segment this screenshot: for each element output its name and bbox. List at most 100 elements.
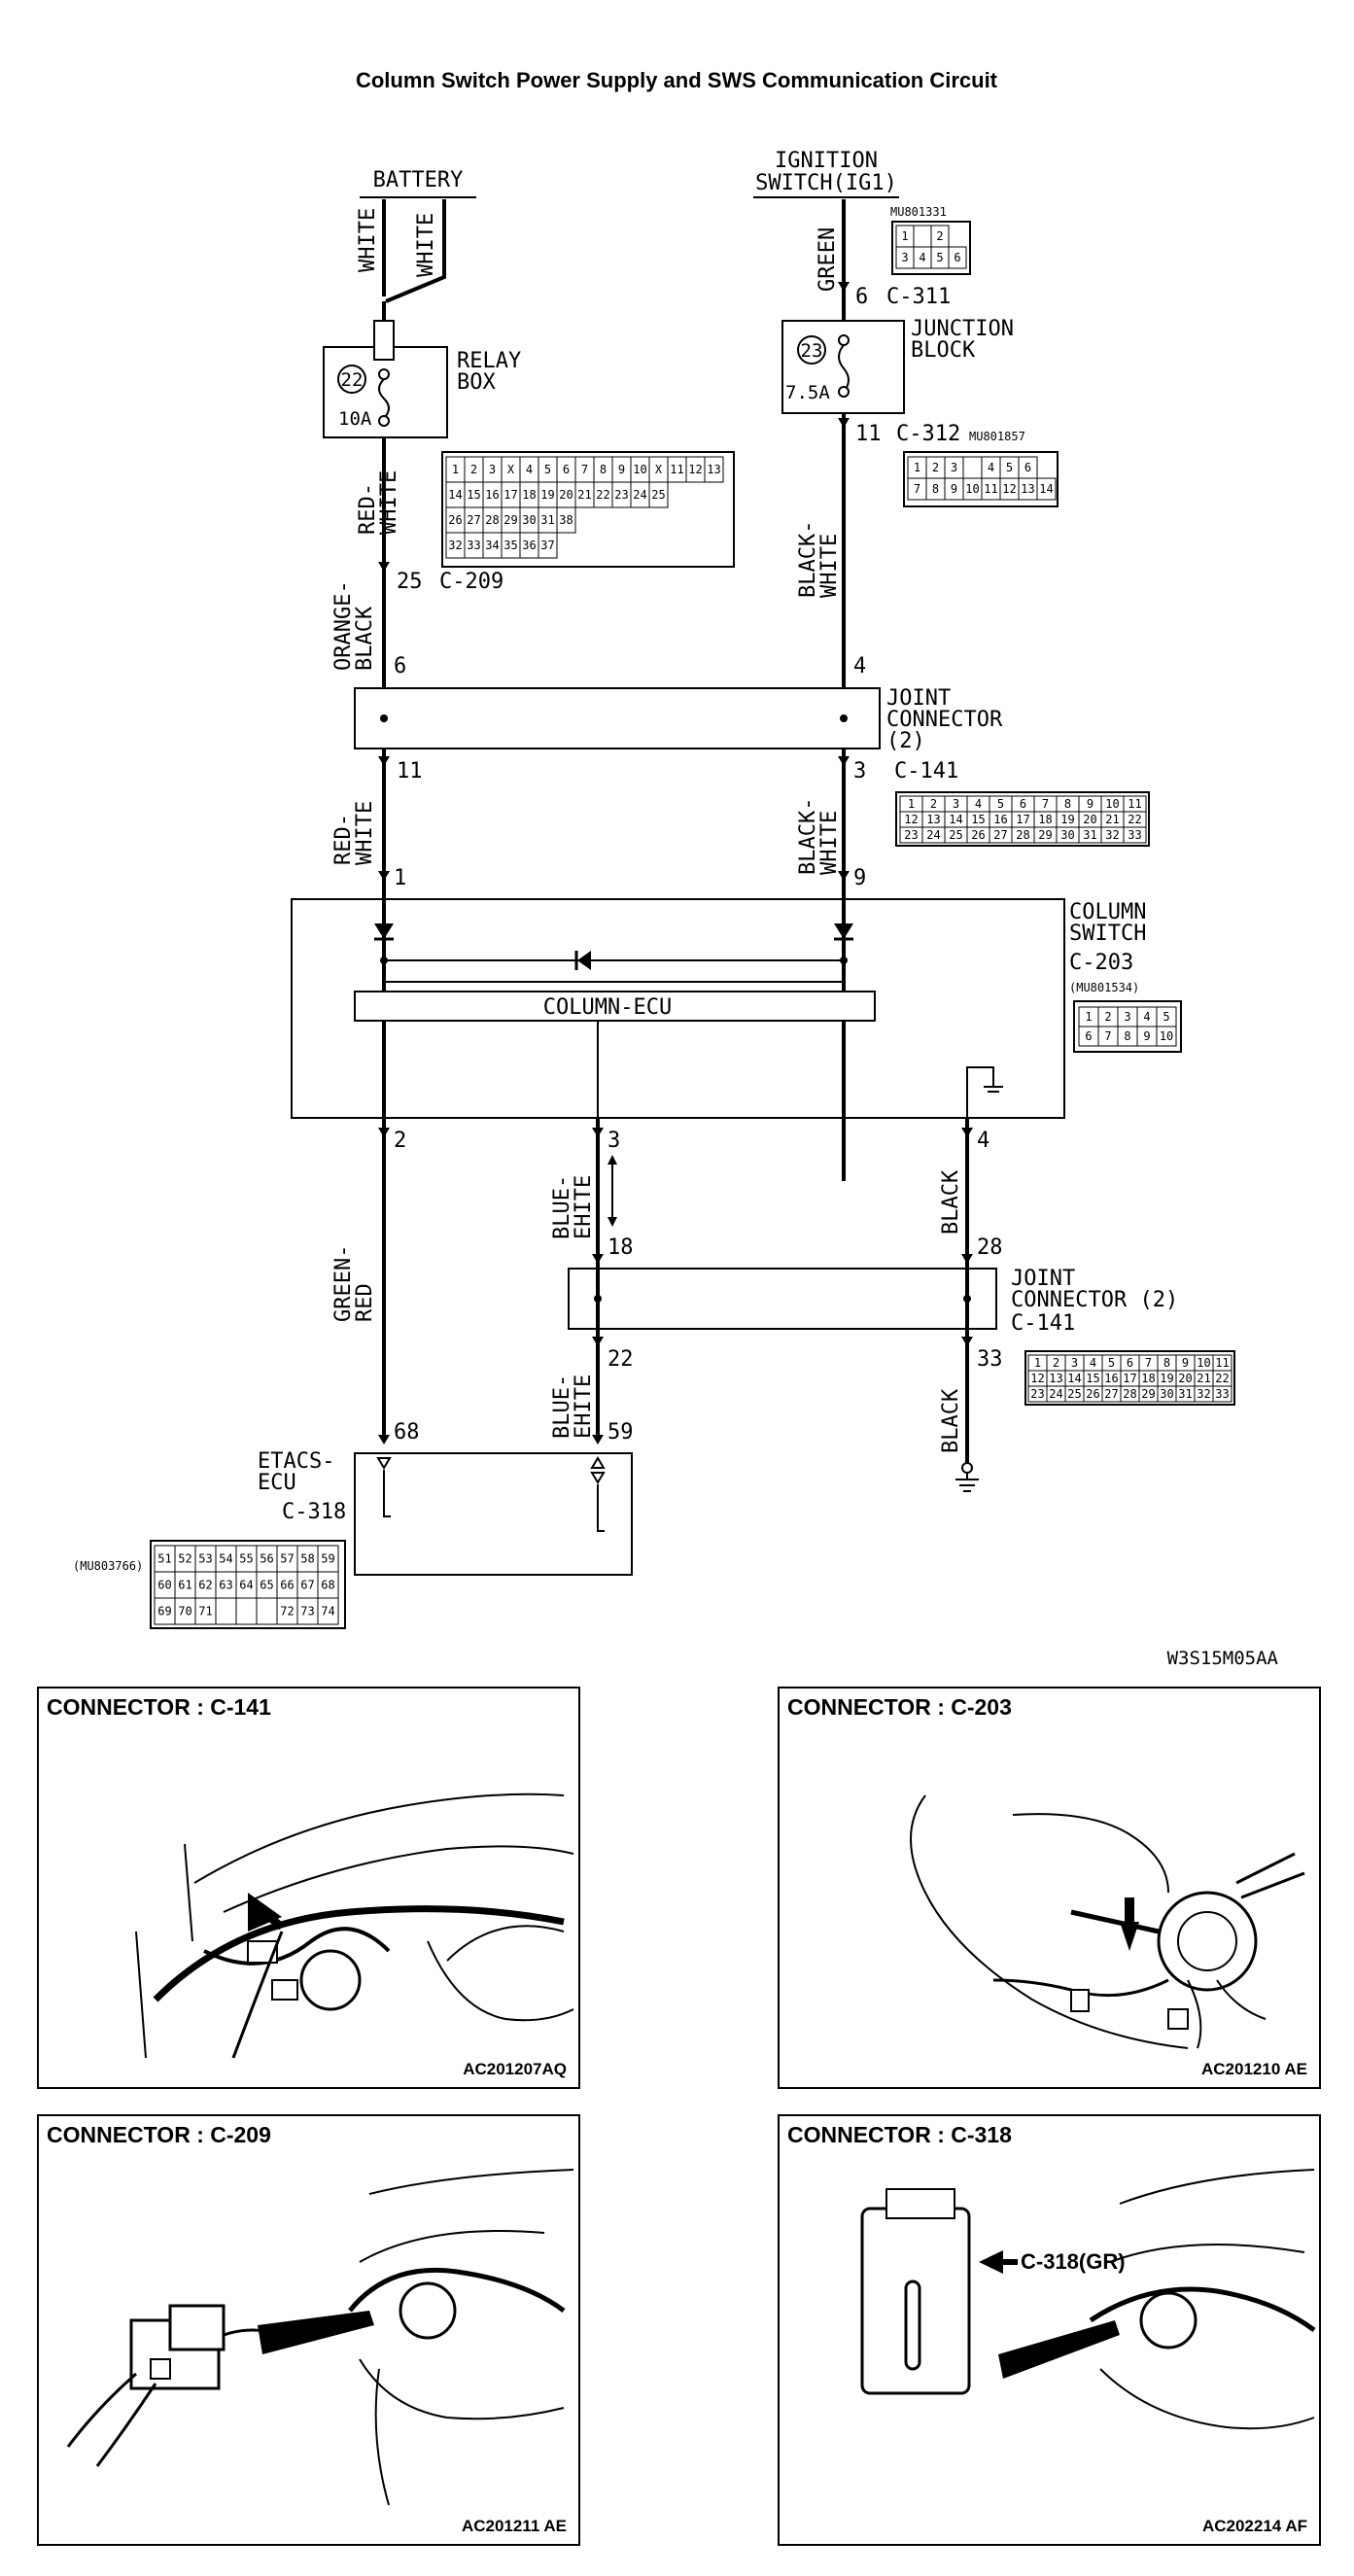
pin-joint-3: 3 <box>853 759 866 783</box>
pin-number: 9 <box>951 482 957 496</box>
pin-number: 61 <box>178 1579 191 1592</box>
pin-number: 56 <box>260 1552 273 1566</box>
pin-number: 11 <box>984 482 997 496</box>
cs-arrow-4 <box>961 1128 973 1137</box>
pin-cs-3: 3 <box>608 1129 620 1153</box>
pin-number: 24 <box>1049 1387 1062 1401</box>
joint-lower-conn: C-141 <box>1011 1311 1075 1336</box>
pin-number: 14 <box>949 813 962 826</box>
pin-cell <box>317 1597 339 1625</box>
pin-number: 52 <box>178 1552 191 1566</box>
pin-number: X <box>507 463 515 476</box>
pin-number: 7 <box>1104 1029 1111 1043</box>
pin-number: 27 <box>1104 1387 1118 1401</box>
pin-joint-4: 4 <box>853 654 866 679</box>
pin-number: 20 <box>1178 1372 1192 1385</box>
pin-number: 6 <box>1127 1356 1133 1370</box>
pin-number: 12 <box>1030 1372 1044 1385</box>
etacs-arrow-59 <box>592 1435 604 1445</box>
junction-block-label-2: BLOCK <box>911 338 976 363</box>
pin-c312-11: 11 <box>855 422 882 446</box>
etacs-label-1: ETACS- <box>258 1449 334 1474</box>
pin-number: 28 <box>485 513 499 527</box>
pin-number: 67 <box>300 1579 314 1592</box>
pin-number: 66 <box>280 1579 294 1592</box>
pin-number: 32 <box>1105 828 1119 842</box>
joint-upper-node-right <box>840 714 848 722</box>
pin-number: 5 <box>1006 461 1013 474</box>
relay-fuse-rating: 10A <box>338 408 372 430</box>
cs-arrow-1 <box>378 871 390 881</box>
wire-blue-ehite-1a: BLUE- <box>550 1175 574 1239</box>
pin-cell <box>1156 1026 1177 1047</box>
diode-middle <box>577 951 591 970</box>
etacs-ecu-outline <box>354 1452 633 1576</box>
c312-label: C-312 <box>896 422 960 446</box>
pin-number: 10 <box>1160 1029 1173 1043</box>
pin-number: 3 <box>951 461 957 474</box>
pin-number: 33 <box>1215 1387 1229 1401</box>
pin-number: 16 <box>1104 1372 1118 1385</box>
wire-black-white-2a: BLACK- <box>796 798 820 875</box>
wire-blue-ehite-2b: EHITE <box>572 1375 596 1439</box>
pin-cell <box>913 225 932 248</box>
pin-cs-1: 1 <box>394 866 406 890</box>
panel-c318-callout: C-318(GR) <box>1021 2249 1126 2274</box>
pin-number: 8 <box>1064 797 1071 811</box>
pin-cs-4: 4 <box>977 1129 989 1153</box>
joint-lower-node-right <box>963 1295 971 1303</box>
pin-number: 4 <box>1143 1010 1150 1024</box>
relay-fuse-number-circle <box>337 365 366 394</box>
pin-number: 6 <box>563 463 570 476</box>
pin-number: 57 <box>280 1552 294 1566</box>
pin-number: 34 <box>485 539 499 552</box>
pin-number: 4 <box>526 463 533 476</box>
etacs-line-59 <box>597 1484 605 1532</box>
pin-number: 12 <box>1002 482 1016 496</box>
pin-number: 59 <box>321 1552 334 1566</box>
pin-number: 15 <box>971 813 985 826</box>
pin-number: 17 <box>1016 813 1029 826</box>
joint-lower-node-left <box>594 1295 602 1303</box>
panel-c203-title: CONNECTOR : C-203 <box>787 1694 1012 1720</box>
column-switch-part: (MU801534) <box>1069 981 1139 994</box>
pin-number: 2 <box>932 461 939 474</box>
pin-number: 11 <box>1215 1356 1229 1370</box>
pin-number: 29 <box>503 513 517 527</box>
wire-orange-black-b: BLACK <box>353 606 377 671</box>
pin-number: 25 <box>1067 1387 1081 1401</box>
wire-red-white-2a: RED- <box>331 814 356 865</box>
column-switch-label-2: SWITCH <box>1069 922 1146 946</box>
etacs-io-59-up <box>590 1456 606 1469</box>
pin-number: 64 <box>239 1579 253 1592</box>
pin-c311-6: 6 <box>855 285 868 309</box>
pin-joint-6: 6 <box>394 654 406 679</box>
joint-connector-lower <box>568 1268 997 1330</box>
pin-number: 4 <box>988 461 994 474</box>
pin-number: 8 <box>932 482 939 496</box>
bidirectional-arrow-down <box>608 1217 617 1227</box>
pin-cell <box>1036 477 1057 501</box>
pin-number: 3 <box>1071 1356 1078 1370</box>
pin-number: 18 <box>522 488 536 502</box>
etacs-line-68 <box>383 1470 391 1517</box>
junction-block-label-1: JUNCTION <box>911 317 1014 341</box>
pin-number: 17 <box>503 488 517 502</box>
pin-cell <box>1123 826 1147 844</box>
pin-number: 8 <box>600 463 607 476</box>
panel-c203-illustration <box>910 1794 1305 2049</box>
pin-number: 29 <box>1038 828 1052 842</box>
battery-wire-2 <box>385 199 446 303</box>
pin-number: 1 <box>914 461 920 474</box>
pin-number: 26 <box>971 828 985 842</box>
pin-number: 5 <box>1163 1010 1169 1024</box>
diode-right <box>834 923 853 939</box>
wire-black-white-1b: WHITE <box>817 534 842 598</box>
pin-number: 21 <box>577 488 591 502</box>
joint-lower-label-1: JOINT <box>1011 1267 1075 1291</box>
relay-fuse-plug <box>373 320 395 361</box>
column-ecu-label: COLUMN-ECU <box>543 995 672 1020</box>
